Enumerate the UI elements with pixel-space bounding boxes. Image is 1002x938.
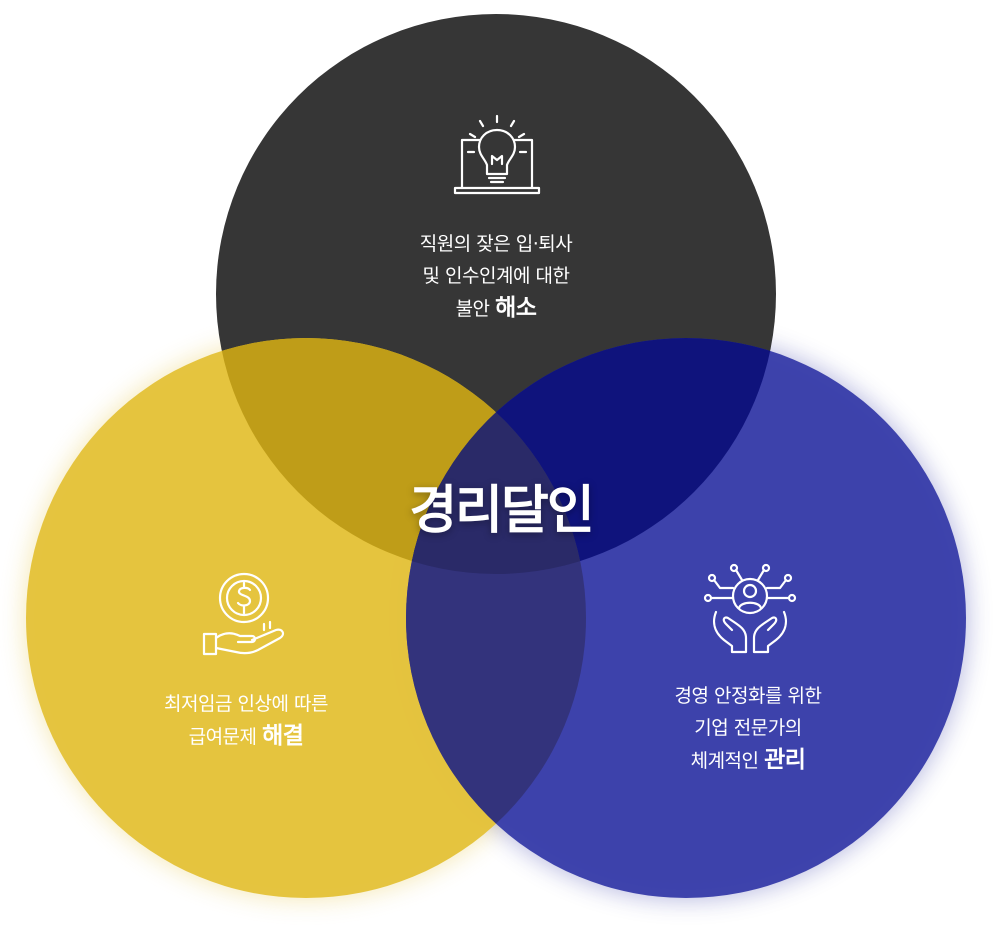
center-title: 경리달인 (409, 481, 594, 541)
top-label-line-1: 직원의 잦은 입·퇴사 (419, 233, 573, 255)
left-label-emphasis: 해결 (262, 723, 304, 749)
right-label-emphasis: 관리 (764, 747, 806, 773)
left-label-line-1: 최저임금 인상에 따른 (164, 693, 328, 715)
top-label-line-3: 불안 해소 (346, 292, 646, 325)
left-label-line-2: 급여문제 해결 (96, 720, 396, 753)
overlap-center (406, 338, 586, 574)
right-circle-label: 경영 안정화를 위한 기업 전문가의 체계적인 관리 (598, 680, 898, 777)
left-circle-label: 최저임금 인상에 따른 급여문제 해결 (96, 688, 396, 753)
right-label-line-2: 기업 전문가의 (694, 717, 802, 739)
right-label-line-3: 체계적인 관리 (598, 744, 898, 777)
top-circle-label: 직원의 잦은 입·퇴사 및 인수인계에 대한 불안 해소 (346, 228, 646, 325)
network-hands-icon (703, 563, 797, 654)
top-label-line-2: 및 인수인계에 대한 (422, 265, 570, 287)
left-label-last: 급여문제 (188, 726, 257, 748)
top-label-emphasis: 해소 (495, 295, 537, 321)
right-label-last: 체계적인 (690, 750, 759, 772)
lightbulb-icon (453, 114, 541, 195)
top-label-last: 불안 (455, 298, 490, 320)
right-label-line-1: 경영 안정화를 위한 (674, 685, 822, 707)
coin-hand-icon (202, 572, 285, 656)
